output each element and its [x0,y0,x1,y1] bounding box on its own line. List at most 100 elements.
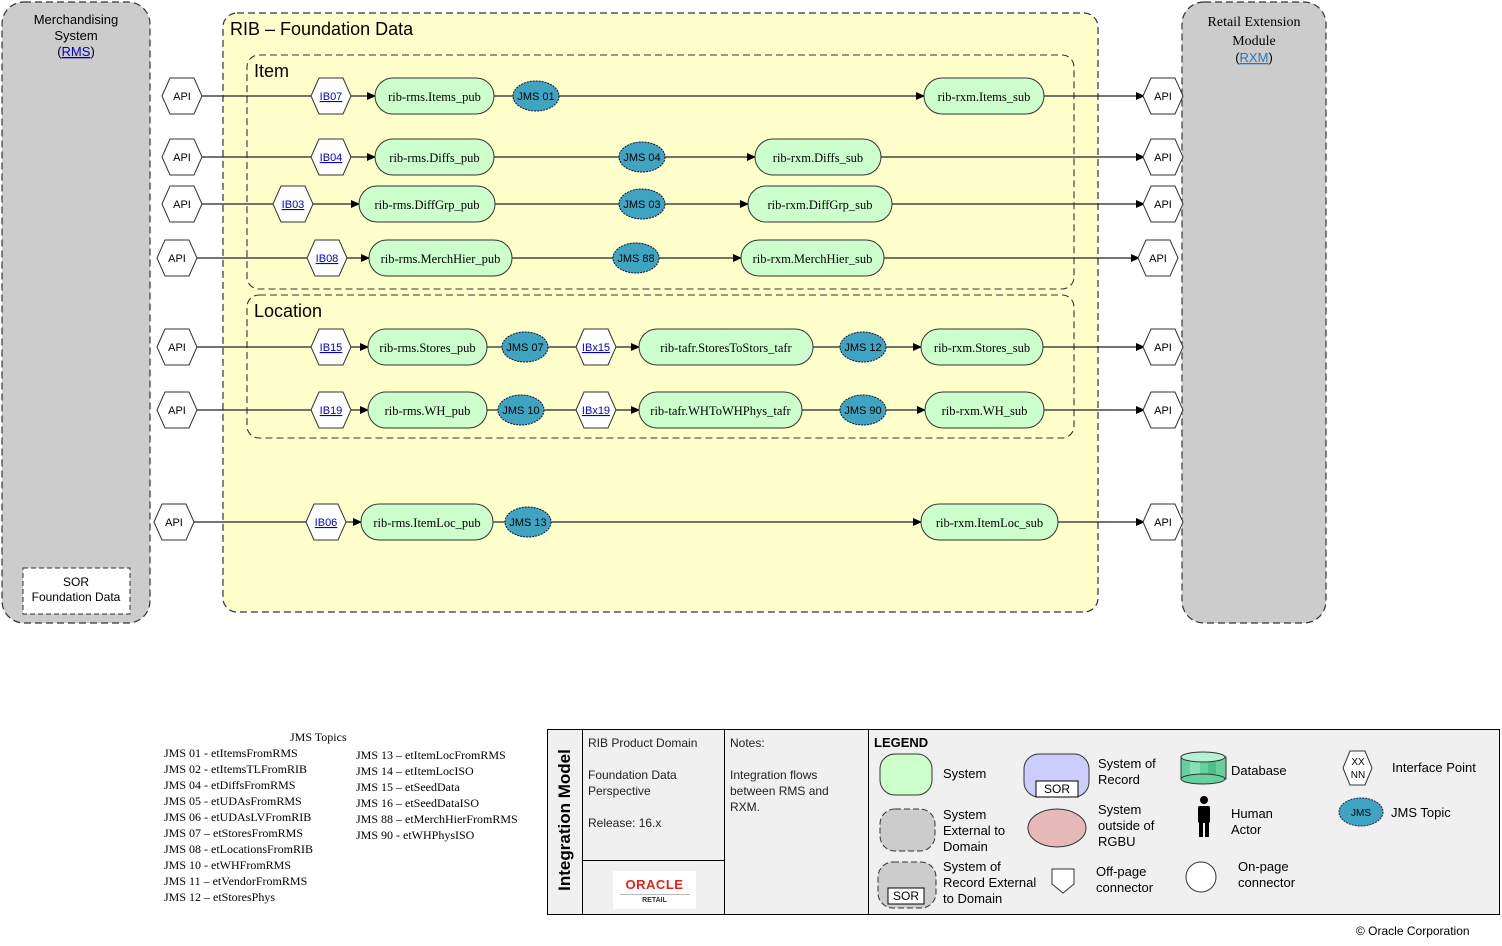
legend-ext-l1: System [943,807,986,822]
jms-topic-5[interactable]: JMS 10 [497,394,545,426]
legend-sor-ext-tag: SOR [893,889,919,903]
jms-topic-6[interactable]: JMS 13 [504,506,552,538]
jms-topic-entry: JMS 88 – etMerchHierFromRMS [356,812,518,826]
jms-topic-2-4[interactable]: JMS 12 [839,331,887,363]
interface-point-ib07-label[interactable]: IB07 [320,91,343,103]
api-left-6: API [153,503,195,541]
legend-database-label: Database [1231,763,1287,778]
legend-offpage-l2: connector [1096,880,1154,895]
legend-title: LEGEND [874,735,928,750]
tafr-4-label: rib-tafr.StoresToStors_tafr [660,341,792,355]
api-right-0: API [1142,77,1184,115]
rms-link[interactable]: RMS [62,44,91,59]
legend-panel: Integration Model RIB Product Domain Fou… [547,729,1500,915]
publisher-0[interactable]: rib-rms.Items_pub [374,77,495,115]
subscriber-0-label: rib-rxm.Items_sub [938,90,1031,104]
legend-sorext-l1: System of [943,859,1001,874]
jms-topic-entry: JMS 10 - etWHFromRMS [164,858,292,872]
interface-point-ib03-label[interactable]: IB03 [282,199,305,211]
jms-topic-2[interactable]: JMS 03 [618,188,666,220]
interface-point-ib19-label[interactable]: IB19 [320,405,343,417]
item-group-title: Item [254,61,289,81]
legend-sorext-l3: to Domain [943,891,1002,906]
interface-point-ib08-label[interactable]: IB08 [316,253,339,265]
oracle-retail-logo: ORACLE RETAIL [613,871,696,909]
jms-topic-1[interactable]: JMS 04 [618,141,666,173]
subscriber-3[interactable]: rib-rxm.MerchHier_sub [740,239,885,277]
interface-point-ib15-label[interactable]: IB15 [320,342,343,354]
product-domain: RIB Product Domain [588,736,698,750]
domain-title: RIB – Foundation Data [230,19,414,39]
api-right-6-label: API [1154,517,1172,529]
interface-point-ib08[interactable]: IB08 [306,239,348,277]
rxm-link[interactable]: RXM [1240,50,1269,65]
vertical-title-cell: Integration Model [548,730,583,914]
api-left-4-label: API [168,342,186,354]
jms-topic-2-5[interactable]: JMS 90 [839,394,887,426]
interface-point-ibx15[interactable]: IBx15 [575,328,617,366]
legend-sor-tag: SOR [1044,782,1070,796]
interface-point-ib04[interactable]: IB04 [310,138,352,176]
legend-outside-icon [1027,808,1087,848]
jms-topic-entry: JMS 01 - etItemsFromRMS [164,746,298,760]
interface-point-ib15[interactable]: IB15 [310,328,352,366]
interface-point-ibx15-label[interactable]: IBx15 [582,342,610,354]
jms-topic-entry: JMS 05 - etUDAsFromRMS [164,794,302,808]
publisher-5[interactable]: rib-rms.WH_pub [367,391,488,429]
legend-interface-label: Interface Point [1392,760,1476,775]
tafr-4[interactable]: rib-tafr.StoresToStors_tafr [638,328,814,366]
subscriber-1[interactable]: rib-rxm.Diffs_sub [754,138,882,176]
interface-point-ib04-label[interactable]: IB04 [320,152,343,164]
api-right-3-label: API [1149,253,1167,265]
interface-point-ib03[interactable]: IB03 [272,185,314,223]
publisher-2-label: rib-rms.DiffGrp_pub [375,198,480,212]
api-left-4: API [156,328,198,366]
subscriber-2[interactable]: rib-rxm.DiffGrp_sub [747,185,893,223]
publisher-1[interactable]: rib-rms.Diffs_pub [374,138,495,176]
subscriber-5[interactable]: rib-rxm.WH_sub [924,391,1045,429]
jms-topic-0[interactable]: JMS 01 [512,80,560,112]
legend-outside-l3: RGBU [1098,834,1136,849]
jms-topic-entry: JMS 07 – etStoresFromRMS [164,826,304,840]
publisher-6[interactable]: rib-rms.ItemLoc_pub [360,503,494,541]
api-left-2-label: API [173,199,191,211]
release: Release: 16.x [588,816,662,830]
retail-extension-module-box: Retail Extension Module (RXM) [1181,1,1327,624]
legend-interface-icon [1342,750,1373,786]
legend-jms-label: JMS Topic [1391,805,1451,820]
subscriber-6[interactable]: rib-rxm.ItemLoc_sub [920,503,1059,541]
jms-topic-3[interactable]: JMS 88 [612,242,660,274]
jms-topic-2-5-label: JMS 90 [844,405,881,417]
jms-topic-entry: JMS 90 - etWHPhysISO [356,828,475,842]
tafr-5[interactable]: rib-tafr.WHToWHPhys_tafr [638,391,803,429]
publisher-2[interactable]: rib-rms.DiffGrp_pub [358,185,496,223]
jms-topic-entry: JMS 11 – etVendorFromRMS [164,874,308,888]
api-left-1-label: API [173,152,191,164]
api-left-0: API [161,77,203,115]
publisher-4[interactable]: rib-rms.Stores_pub [367,328,488,366]
interface-point-ibx19-label[interactable]: IBx19 [582,405,610,417]
subscriber-0[interactable]: rib-rxm.Items_sub [923,77,1045,115]
item-group [246,54,1075,290]
subscriber-4[interactable]: rib-rxm.Stores_sub [920,328,1044,366]
subscriber-3-label: rib-rxm.MerchHier_sub [753,252,873,266]
perspective-line2: Perspective [588,784,651,798]
interface-point-ib06[interactable]: IB06 [305,503,347,541]
api-right-1: API [1142,138,1184,176]
legend-sor-l2: Record [1098,772,1140,787]
api-left-2: API [161,185,203,223]
jms-topic-4[interactable]: JMS 07 [501,331,549,363]
api-right-5-label: API [1154,405,1172,417]
interface-point-ib07[interactable]: IB07 [310,77,352,115]
jms-topic-2-label: JMS 03 [623,199,660,211]
interface-point-ib06-label[interactable]: IB06 [315,517,338,529]
interface-point-ibx19[interactable]: IBx19 [575,391,617,429]
publisher-3[interactable]: rib-rms.MerchHier_pub [368,239,513,277]
interface-point-ib19[interactable]: IB19 [310,391,352,429]
logo-retail-text: RETAIL [642,897,667,904]
legend-jms-glyph: JMS [1351,808,1371,819]
product-cell: RIB Product Domain Foundation Data Persp… [582,730,725,861]
publisher-3-label: rib-rms.MerchHier_pub [381,252,501,266]
